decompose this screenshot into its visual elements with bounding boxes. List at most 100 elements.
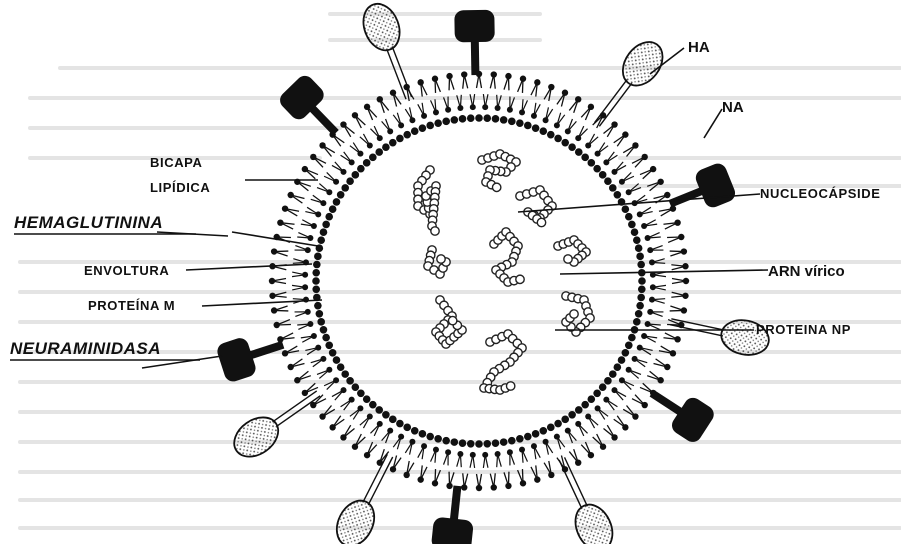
label-neuraminidasa: NEURAMINIDASA xyxy=(10,339,161,358)
lipid-molecule xyxy=(274,309,311,328)
lipid-molecule xyxy=(269,284,308,299)
matrix-bead xyxy=(561,139,569,147)
matrix-bead xyxy=(539,127,547,135)
label-proteina-m: PROTEÍNA M xyxy=(88,298,175,313)
lipid-molecule xyxy=(482,452,497,491)
lipid-molecule xyxy=(364,421,383,458)
matrix-bead xyxy=(539,427,547,435)
matrix-bead xyxy=(581,154,589,162)
nucleocapsid-rna-segments xyxy=(414,150,594,394)
matrix-bead xyxy=(346,377,354,385)
lipid-molecule xyxy=(269,272,308,284)
lipid-molecule xyxy=(288,192,327,206)
matrix-bead xyxy=(483,114,491,122)
na-spike xyxy=(276,72,336,133)
matrix-bead xyxy=(363,395,371,403)
lipid-molecule xyxy=(649,292,689,303)
matrix-bead xyxy=(636,253,644,261)
label-lipidica: LIPÍDICA xyxy=(150,180,210,195)
matrix-bead xyxy=(467,440,475,448)
lipid-molecule xyxy=(377,96,405,128)
lipid-molecule xyxy=(575,104,594,141)
lipid-molecule xyxy=(457,451,468,491)
lipid-molecule xyxy=(647,234,684,253)
matrix-bead xyxy=(320,326,328,334)
na-spike xyxy=(215,336,283,384)
rna-segment xyxy=(424,246,450,278)
matrix-bead xyxy=(375,406,383,414)
matrix-bead xyxy=(322,221,330,229)
lipid-molecule xyxy=(619,377,656,396)
lipid-molecule xyxy=(274,233,314,243)
matrix-bead xyxy=(492,115,500,123)
lipid-molecule xyxy=(649,248,687,265)
lipid-molecule xyxy=(650,263,689,278)
matrix-bead xyxy=(618,356,626,364)
na-spike xyxy=(652,393,717,445)
label-ha: HA xyxy=(688,39,710,56)
matrix-bead xyxy=(329,349,337,357)
matrix-bead xyxy=(575,148,583,156)
matrix-bead xyxy=(314,253,322,261)
matrix-bead xyxy=(581,401,589,409)
matrix-bead xyxy=(524,122,532,130)
matrix-bead xyxy=(628,334,636,342)
matrix-bead xyxy=(516,435,524,443)
matrix-bead xyxy=(434,119,442,127)
matrix-bead xyxy=(317,236,325,244)
lipid-molecule xyxy=(531,79,541,119)
lipid-molecule xyxy=(565,96,582,134)
matrix-bead xyxy=(329,205,337,213)
lipid-molecule xyxy=(476,71,488,110)
matrix-bead xyxy=(419,430,427,438)
matrix-bead xyxy=(411,127,419,135)
matrix-bead xyxy=(411,427,419,435)
matrix-bead xyxy=(316,310,324,318)
matrix-bead xyxy=(341,184,349,192)
matrix-bead xyxy=(604,177,612,185)
matrix-bead xyxy=(396,135,404,143)
matrix-bead xyxy=(622,349,630,357)
lipid-molecule xyxy=(302,166,339,185)
matrix-bead xyxy=(426,433,434,441)
lipid-molecule xyxy=(461,71,476,110)
na-spike xyxy=(431,486,474,544)
matrix-bead xyxy=(434,435,442,443)
matrix-bead xyxy=(635,310,643,318)
matrix-bead xyxy=(625,213,633,221)
lipid-molecule xyxy=(417,443,427,483)
matrix-bead xyxy=(614,191,622,199)
matrix-bead xyxy=(475,440,483,448)
matrix-bead xyxy=(341,370,349,378)
matrix-bead xyxy=(313,261,321,269)
lipid-molecule xyxy=(294,179,332,196)
lipid-molecule xyxy=(352,413,373,449)
matrix-bead xyxy=(483,440,491,448)
rna-segment xyxy=(554,236,590,266)
matrix-bead xyxy=(352,171,360,179)
lipid-molecule xyxy=(340,121,373,148)
label-arn-virico: ARN vírico xyxy=(768,263,845,280)
matrix-bead xyxy=(609,370,617,378)
matrix-bead xyxy=(561,416,569,424)
matrix-bead xyxy=(475,114,483,122)
rna-segment xyxy=(490,228,524,286)
ha-spike xyxy=(329,454,392,544)
lipid-molecule xyxy=(641,333,681,343)
matrix-bead xyxy=(312,277,320,285)
matrix-bead xyxy=(568,143,576,151)
matrix-bead xyxy=(599,171,607,179)
lipid-molecule xyxy=(626,367,664,384)
lipid-molecule xyxy=(565,428,594,459)
matrix-bead xyxy=(628,221,636,229)
matrix-bead xyxy=(532,124,540,132)
lipid-molecule xyxy=(554,434,582,466)
matrix-bead xyxy=(588,395,596,403)
lipid-molecule xyxy=(271,297,309,314)
matrix-bead xyxy=(337,363,345,371)
matrix-protein-ring xyxy=(312,114,646,448)
lipid-molecule xyxy=(277,219,317,229)
matrix-bead xyxy=(442,118,450,126)
lipid-molecule xyxy=(611,387,647,408)
